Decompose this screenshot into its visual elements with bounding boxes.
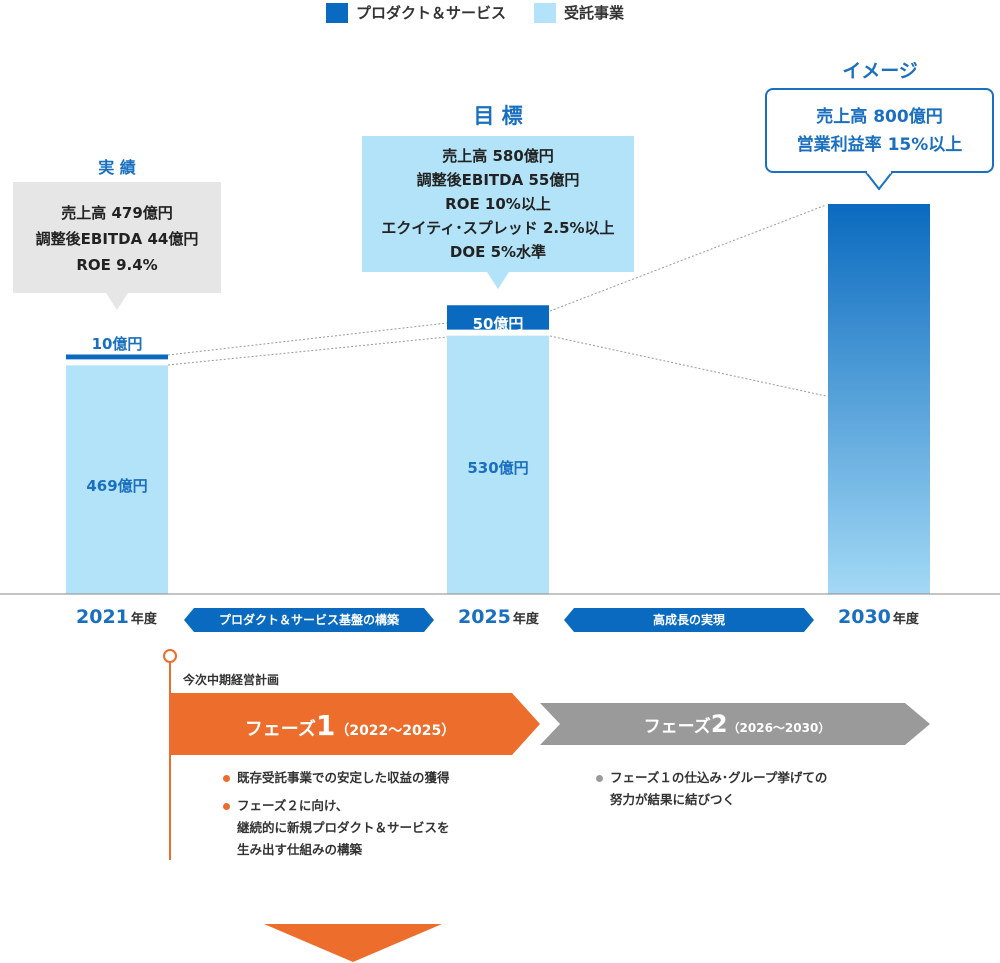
bar-2030-total — [828, 204, 930, 594]
callout-target-line: ROE 10%以上 — [445, 195, 551, 213]
bar-2021-contract — [66, 365, 168, 594]
bar-2021-product — [66, 354, 168, 360]
year-suffix: 年度 — [892, 612, 919, 627]
callout-actual-line: 調整後EBITDA 44億円 — [35, 230, 199, 248]
bullet-text: フェーズ２に向け、 継続的に新規プロダクト＆サービスを 生み出す仕組みの構築 — [237, 798, 450, 857]
phase1-label: フェーズ1（2022〜2025） — [245, 709, 456, 742]
callout-target-line: エクイティ･スプレッド 2.5%以上 — [381, 219, 615, 237]
down-arrow — [264, 924, 442, 962]
list-item: フェーズ２に向け、 継続的に新規プロダクト＆サービスを 生み出す仕組みの構築 — [223, 795, 450, 861]
callout-pointer-actual — [106, 293, 128, 310]
phase2-bullets: フェーズ１の仕込み･グループ挙げての 努力が結果に結びつく — [596, 767, 827, 817]
trend-line-upper — [167, 322, 448, 356]
legend-swatch-product — [326, 2, 348, 23]
phase1-bullets: 既存受託事業での安定した収益の獲得 フェーズ２に向け、 継続的に新規プロダクト＆… — [223, 767, 450, 867]
timeline-arrow-2-label: 高成長の実現 — [653, 612, 725, 627]
timeline-arrow-1-label: プロダクト＆サービス基盤の構築 — [219, 612, 400, 627]
bar-2025-product — [447, 305, 549, 330]
year-suffix: 年度 — [512, 612, 539, 627]
list-item: フェーズ１の仕込み･グループ挙げての 努力が結果に結びつく — [596, 767, 827, 811]
callout-target-line: 売上高 580億円 — [442, 147, 554, 165]
bullet-text: フェーズ１の仕込み･グループ挙げての 努力が結果に結びつく — [610, 770, 828, 807]
legend-label-contract: 受託事業 — [564, 4, 625, 22]
bar-label-2025-contract: 530億円 — [467, 459, 528, 477]
callout-actual: 売上高 479億円 調整後EBITDA 44億円 ROE 9.4% — [13, 182, 221, 293]
callout-image-line: 売上高 800億円 — [816, 107, 943, 127]
callout-actual-line: ROE 9.4% — [76, 256, 158, 274]
callout-pointer-image — [864, 171, 894, 191]
bar-label-2021-contract: 469億円 — [86, 477, 147, 495]
phase2-arrow — [540, 703, 930, 745]
legend-item-product: プロダクト＆サービス — [326, 2, 506, 23]
bar-label-2025-product: 50億円 — [473, 315, 524, 333]
callout-target: 売上高 580億円 調整後EBITDA 55億円 ROE 10%以上 エクイティ… — [362, 136, 634, 272]
year-suffix: 年度 — [130, 612, 157, 627]
legend-label-product: プロダクト＆サービス — [356, 4, 507, 22]
callout-image-line: 営業利益率 15%以上 — [796, 135, 963, 155]
year-2030-value: 2030 — [838, 606, 891, 628]
heading-target: 目 標 — [473, 104, 523, 128]
bullet-text: 既存受託事業での安定した収益の獲得 — [237, 770, 450, 785]
phase1-arrow — [170, 693, 540, 755]
plan-label: 今次中期経営計画 — [183, 673, 280, 687]
list-item: 既存受託事業での安定した収益の獲得 — [223, 767, 450, 789]
legend-item-contract: 受託事業 — [534, 2, 624, 23]
trend-line-lower — [549, 335, 827, 397]
callout-image: 売上高 800億円 営業利益率 15%以上 — [765, 88, 994, 173]
callout-pointer-target — [487, 272, 509, 289]
callout-target-line: DOE 5%水準 — [449, 243, 547, 261]
trend-line-lower — [167, 336, 448, 366]
timeline-arrow-2 — [564, 608, 814, 632]
heading-actual: 実 績 — [98, 158, 136, 177]
legend-swatch-contract — [534, 2, 557, 23]
phase2-label: フェーズ2（2026〜2030） — [644, 710, 831, 738]
callout-target-line: 調整後EBITDA 55億円 — [416, 171, 580, 189]
bar-label-2021-product: 10億円 — [92, 335, 143, 353]
legend: プロダクト＆サービス 受託事業 — [326, 2, 624, 23]
heading-image: イメージ — [842, 60, 918, 82]
timeline-arrow-1 — [184, 608, 434, 632]
year-2025-value: 2025 — [458, 606, 511, 628]
year-2021-value: 2021 — [76, 606, 129, 628]
trend-line-upper — [549, 204, 827, 312]
bar-2025-contract — [447, 335, 549, 594]
plan-start-marker — [163, 649, 177, 663]
callout-actual-line: 売上高 479億円 — [61, 204, 173, 222]
